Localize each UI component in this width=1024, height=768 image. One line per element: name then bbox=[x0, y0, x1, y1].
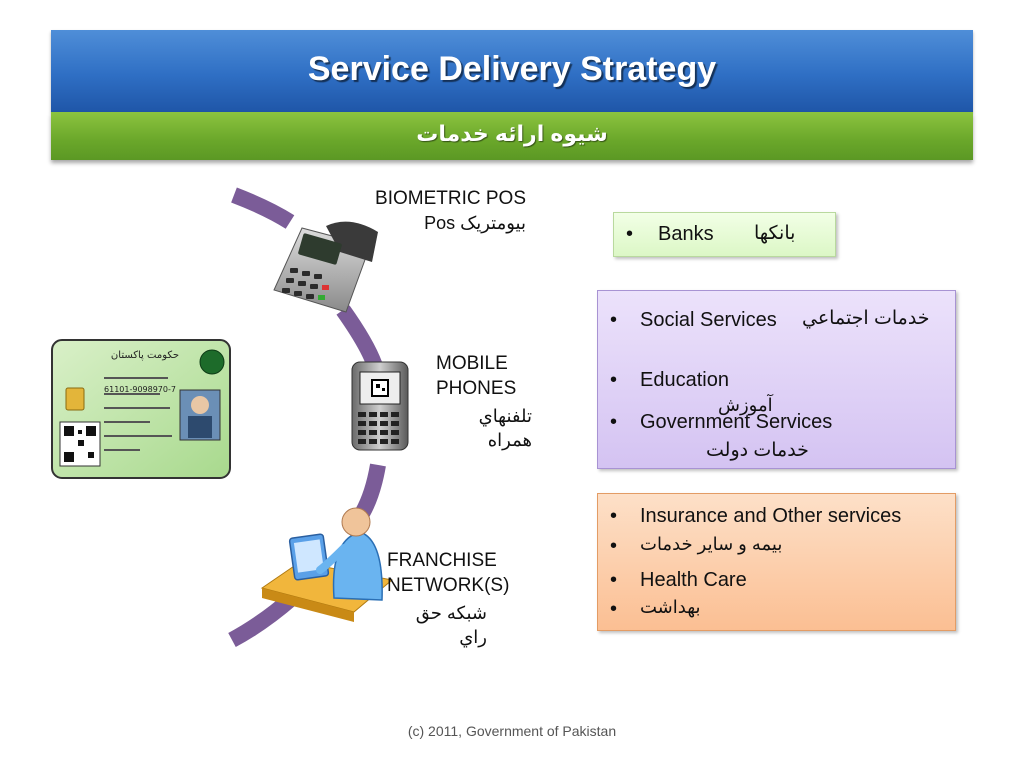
social-services-box: • Social Services خدمات اجتماعي • Educat… bbox=[597, 290, 956, 469]
health-care-en: Health Care bbox=[640, 569, 747, 591]
social-services-en: Social Services bbox=[640, 309, 777, 331]
pos-label-fa: بیومتریک Pos bbox=[424, 212, 526, 233]
id-card-number: 61101-9098970-7 bbox=[104, 385, 176, 394]
mobile-label-line2: PHONES bbox=[436, 377, 517, 399]
bullet: • bbox=[610, 411, 618, 433]
copyright-footer: (c) 2011, Government of Pakistan bbox=[407, 723, 617, 739]
insurance-en: Insurance and Other services bbox=[640, 505, 902, 527]
bullet: • bbox=[610, 309, 618, 331]
bullet: • bbox=[610, 569, 618, 591]
bullet: • bbox=[610, 369, 618, 391]
title-banner: Service Delivery Strategy bbox=[51, 30, 973, 112]
insurance-services-box: • Insurance and Other services • بیمه و … bbox=[597, 493, 956, 631]
franchise-user-icon bbox=[260, 507, 394, 622]
banks-en: Banks bbox=[658, 223, 714, 245]
pos-label-en: BIOMETRIC POS bbox=[375, 188, 526, 209]
arc-segment-4 bbox=[228, 591, 298, 648]
mobile-label: MOBILE PHONES تلفنهاي همراه bbox=[436, 352, 532, 452]
bullet: • bbox=[610, 505, 618, 527]
education-en: Education bbox=[640, 369, 729, 391]
banks-box: • Banks بانکها bbox=[613, 212, 836, 257]
mobile-label-line1: MOBILE bbox=[436, 353, 508, 374]
banks-fa: بانکها bbox=[754, 223, 796, 244]
arc-segment-1 bbox=[231, 187, 295, 229]
bullet: • bbox=[610, 535, 618, 557]
insurance-fa: بیمه و سایر خدمات bbox=[640, 534, 783, 554]
bullet: • bbox=[626, 223, 634, 245]
education-fa: آموزش bbox=[718, 395, 773, 415]
franchise-label: FRANCHISE NETWORK(S) شبكه حق راي bbox=[387, 549, 509, 649]
franchise-label-line2: NETWORK(S) bbox=[387, 574, 510, 596]
id-card-icon bbox=[51, 339, 231, 479]
health-care-fa: بهداشت bbox=[640, 597, 701, 617]
bullet: • bbox=[610, 598, 618, 620]
mobile-phone-icon bbox=[351, 361, 409, 451]
page-title: Service Delivery Strategy bbox=[307, 50, 717, 88]
social-services-fa: خدمات اجتماعي bbox=[802, 308, 930, 329]
page-subtitle: شیوه ارائه خدمات bbox=[416, 121, 608, 146]
id-card-header: حکومت پاکستان bbox=[111, 350, 179, 361]
mobile-label-fa: تلفنهاي همراه bbox=[478, 406, 532, 450]
pos-terminal-icon bbox=[273, 221, 378, 313]
government-services-fa: خدمات دولت bbox=[706, 440, 809, 461]
government-services-en: Government Services bbox=[640, 411, 833, 433]
franchise-label-fa: شبكه حق راي bbox=[415, 603, 487, 647]
franchise-label-line1: FRANCHISE bbox=[387, 550, 497, 571]
subtitle-banner: شیوه ارائه خدمات bbox=[51, 112, 973, 160]
pos-label: BIOMETRIC POS بیومتریک Pos bbox=[358, 187, 526, 235]
